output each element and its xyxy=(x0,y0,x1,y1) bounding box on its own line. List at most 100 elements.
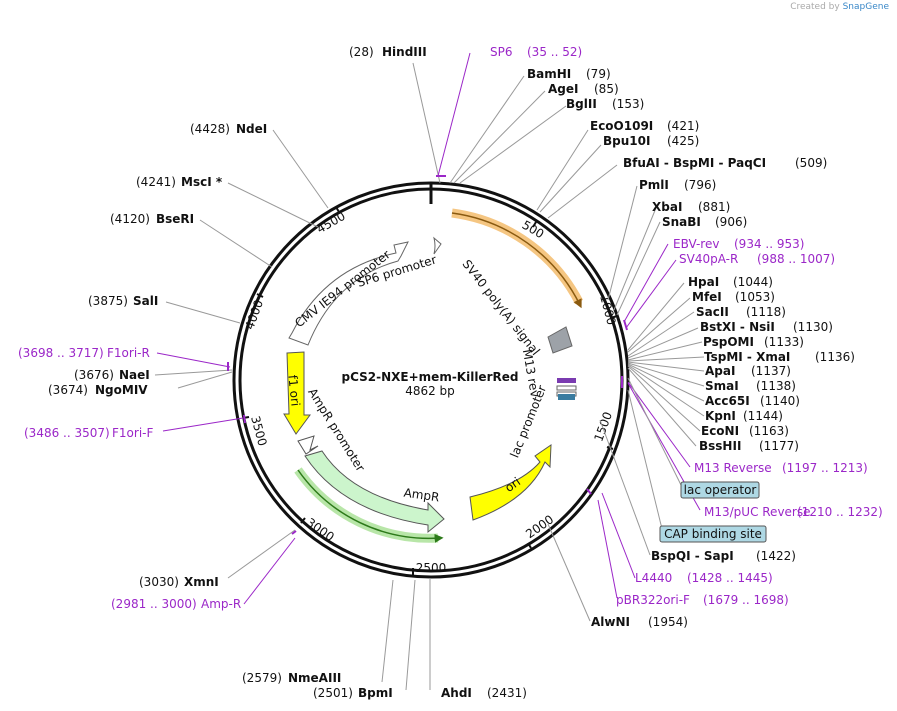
credit-prefix: Created by xyxy=(790,2,840,12)
site-name: NgoMIV xyxy=(95,383,148,397)
site-name: XbaI xyxy=(652,200,682,214)
site-pos: (425) xyxy=(667,134,699,148)
site-pos: (28) xyxy=(349,45,374,59)
lac-operator-box: lac operator xyxy=(680,481,760,499)
primer-labels: SP6 (35 .. 52) EBV-rev (934 .. 953) SV40… xyxy=(18,45,883,611)
sv40-polya-arrow-line xyxy=(451,212,582,309)
site-name: HpaI xyxy=(688,275,719,289)
site-pos: (1177) xyxy=(759,439,799,453)
tick-labels: 500 1000 1500 2000 2500 3000 3500 4000 4… xyxy=(242,209,618,575)
site-pos: (2501) xyxy=(313,686,353,700)
site-pos: (4120) xyxy=(110,212,150,226)
site-name: BpmI xyxy=(358,686,393,700)
site-name: BstXI - NsiI xyxy=(700,320,775,334)
site-name: MfeI xyxy=(692,290,722,304)
site-pos: (509) xyxy=(795,156,827,170)
primer-range: (2981 .. 3000) xyxy=(111,597,197,611)
site-labels-bottom: AlwNI (1954) AhdI (2431) (2501) BpmI (25… xyxy=(139,575,688,700)
site-name: SacII xyxy=(696,305,729,319)
site-name: SalI xyxy=(133,294,158,308)
site-name: ApaI xyxy=(705,364,735,378)
site-pos: (3030) xyxy=(139,575,179,589)
primer-range: (1428 .. 1445) xyxy=(687,571,773,585)
site-name: KpnI xyxy=(705,409,736,423)
primer-name: pBR322ori-F xyxy=(616,593,690,607)
tick-label: 2500 xyxy=(416,561,447,575)
cap-binding-label: CAP binding site xyxy=(664,527,762,541)
lac-promoter-feature xyxy=(558,394,575,400)
site-name: PspOMI xyxy=(703,335,754,349)
site-pos: (4241) xyxy=(136,175,176,189)
primer-name: SV40pA-R xyxy=(679,252,738,266)
site-name: AgeI xyxy=(548,82,578,96)
primer-range: (1679 .. 1698) xyxy=(703,593,789,607)
site-pos: (1954) xyxy=(648,615,688,629)
plasmid-size: 4862 bp xyxy=(405,384,455,398)
site-name: Acc65I xyxy=(705,394,750,408)
site-pos: (421) xyxy=(667,119,699,133)
sv40-signal-box xyxy=(547,326,573,354)
site-name: BfuAI - BspMI - PaqCI xyxy=(623,156,766,170)
site-name: NaeI xyxy=(119,368,150,382)
ori-arrow xyxy=(469,444,552,521)
f1-ori-arrow xyxy=(283,351,311,435)
site-pos: (881) xyxy=(698,200,730,214)
site-pos: (1138) xyxy=(756,379,796,393)
site-name: EcoO109I xyxy=(590,119,653,133)
site-name: Bpu10I xyxy=(603,134,650,148)
site-pos: (906) xyxy=(715,215,747,229)
feature-arrows xyxy=(283,208,583,543)
site-pos: (2431) xyxy=(487,686,527,700)
plasmid-name: pCS2-NXE+mem-KillerRed xyxy=(342,370,519,384)
site-name: BspQI - SapI xyxy=(651,549,734,563)
site-name: MscI * xyxy=(181,175,223,189)
site-pos: (1163) xyxy=(749,424,789,438)
center-label: pCS2-NXE+mem-KillerRed 4862 bp xyxy=(342,370,519,398)
primer-name: M13 Reverse xyxy=(694,461,772,475)
site-name: NmeAIII xyxy=(288,671,341,685)
site-pos: (1140) xyxy=(760,394,800,408)
primer-range: (1210 .. 1232) xyxy=(797,505,883,519)
site-name: SmaI xyxy=(705,379,739,393)
site-name: BseRI xyxy=(156,212,194,226)
site-labels-left: (3674) NgoMIV (3676) NaeI (3875) SalI (4… xyxy=(48,122,267,397)
site-pos: (1144) xyxy=(743,409,783,423)
lac-feature-a xyxy=(556,385,577,391)
m13-rev-feature xyxy=(557,378,576,383)
boxed-feature-leaders xyxy=(627,377,684,534)
feature-label-cmv: CMV IE94 promoter xyxy=(292,247,393,330)
cap-binding-box: CAP binding site xyxy=(659,525,767,543)
primer-name: F1ori-R xyxy=(107,346,150,360)
site-name: BglII xyxy=(566,97,597,111)
primer-name: F1ori-F xyxy=(112,426,153,440)
primer-name: M13/pUC Reverse xyxy=(704,505,811,519)
site-pos: (1044) xyxy=(733,275,773,289)
site-pos: (85) xyxy=(594,82,619,96)
primer-name: L4440 xyxy=(635,571,672,585)
primer-range: (934 .. 953) xyxy=(734,237,804,251)
primer-range: (3486 .. 3507) xyxy=(24,426,110,440)
tick-label: 4500 xyxy=(314,209,347,236)
site-name: SnaBI xyxy=(662,215,701,229)
site-name: NdeI xyxy=(236,122,267,136)
primer-range: (3698 .. 3717) xyxy=(18,346,104,360)
sp6-promoter-arrow xyxy=(433,236,442,255)
site-name: XmnI xyxy=(184,575,219,589)
site-pos: (1137) xyxy=(751,364,791,378)
feature-label-ampr: AmpR xyxy=(403,486,440,505)
site-pos: (153) xyxy=(612,97,644,111)
site-name: HindIII xyxy=(382,45,427,59)
site-pos: (796) xyxy=(684,178,716,192)
site-name: TspMI - XmaI xyxy=(704,350,790,364)
ampr-promoter-arrow xyxy=(297,435,319,455)
feature-label-sv40: SV40 poly(A) signal xyxy=(460,257,543,358)
lac-operator-label: lac operator xyxy=(684,483,757,497)
site-pos: (1053) xyxy=(735,290,775,304)
tick-label: 4000 xyxy=(242,298,266,331)
primer-name: Amp-R xyxy=(201,597,241,611)
site-leader-lines xyxy=(154,62,705,691)
site-labels-top: (28) HindIII BamHI (79) AgeI (85) BglII … xyxy=(349,45,827,229)
feature-label-f1ori: f1 ori xyxy=(285,374,302,407)
tick-label: 3000 xyxy=(304,515,337,544)
